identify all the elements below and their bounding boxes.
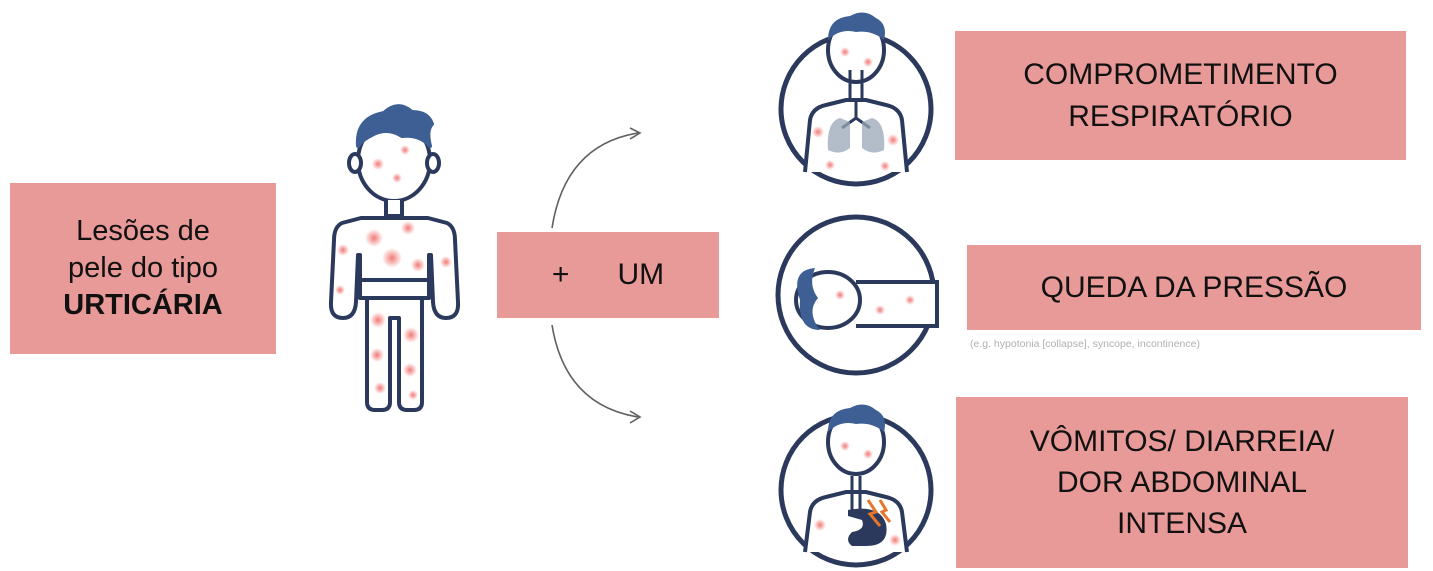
urticaria-line3: URTICÁRIA [63,289,223,321]
pressure-label: QUEDA DA PRESSÃO [1040,270,1348,304]
urticaria-line1: Lesões de [76,215,210,247]
respiratory-line1: COMPROMETIMENTO [1023,57,1338,91]
respiratory-box: COMPROMETIMENTO RESPIRATÓRIO [955,31,1406,160]
child-rash-icon [328,104,461,412]
urticaria-line2: pele do tipo [68,252,218,284]
stomach-icon [778,404,934,568]
child-rash-spots [335,145,452,400]
gastro-line2: DOR ABDOMINAL [1056,466,1308,499]
plus-symbol: + [551,258,570,291]
respiratory-line2: RESPIRATÓRIO [1068,99,1293,133]
branch-arrows [551,127,642,424]
gastro-line1: VÔMITOS/ DIARREIA/ [1029,425,1335,458]
pressure-box: QUEDA DA PRESSÃO [967,245,1421,330]
lying-person-icon [775,214,939,376]
gastro-line3: INTENSA [1116,507,1248,540]
urticaria-box: Lesões de pele do tipo URTICÁRIA [10,183,276,354]
um-label: UM [617,258,665,291]
pressure-note: (e.g. hypotonia [collapse], syncope, inc… [970,338,1200,350]
plus-one-box: + UM [497,232,719,318]
gastro-box: VÔMITOS/ DIARREIA/ DOR ABDOMINAL INTENSA [956,397,1408,568]
lungs-icon [778,12,934,187]
